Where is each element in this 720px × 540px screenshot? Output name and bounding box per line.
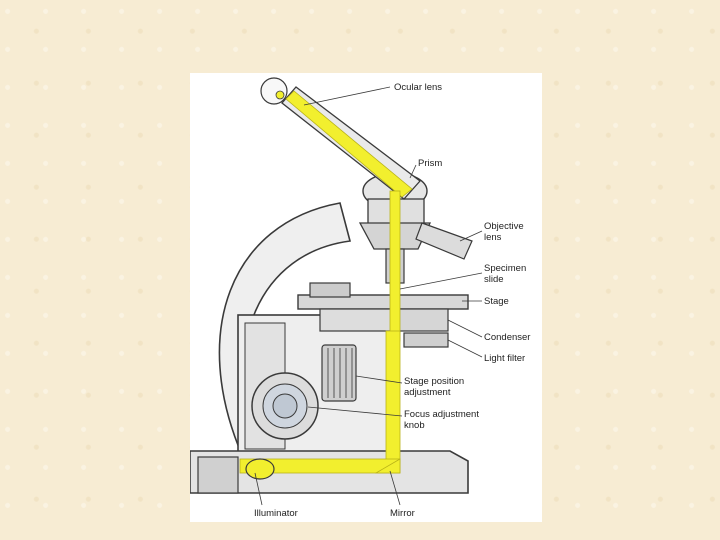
label-mirror: Mirror — [390, 508, 415, 519]
label-stage: Stage — [484, 296, 509, 307]
label-specimen-slide: Specimen slide — [484, 263, 526, 285]
objective-side-tube — [416, 223, 472, 259]
label-light-filter: Light filter — [484, 353, 525, 364]
label-ocular-lens: Ocular lens — [394, 82, 442, 93]
illuminator-housing — [198, 457, 238, 493]
stage-position-knob — [322, 345, 356, 401]
label-condenser: Condenser — [484, 332, 530, 343]
label-objective-lens: Objective lens — [484, 221, 524, 243]
microscope-diagram: Ocular lens Prism Objective lens Specime… — [190, 73, 542, 522]
condenser-body — [398, 309, 448, 331]
light-filter-body — [404, 333, 448, 347]
label-stage-position-adjustment: Stage position adjustment — [404, 376, 464, 398]
bulb — [246, 459, 274, 479]
eye — [261, 78, 287, 104]
label-prism: Prism — [418, 158, 442, 169]
label-focus-adjustment-knob: Focus adjustment knob — [404, 409, 479, 431]
label-illuminator: Illuminator — [254, 508, 298, 519]
